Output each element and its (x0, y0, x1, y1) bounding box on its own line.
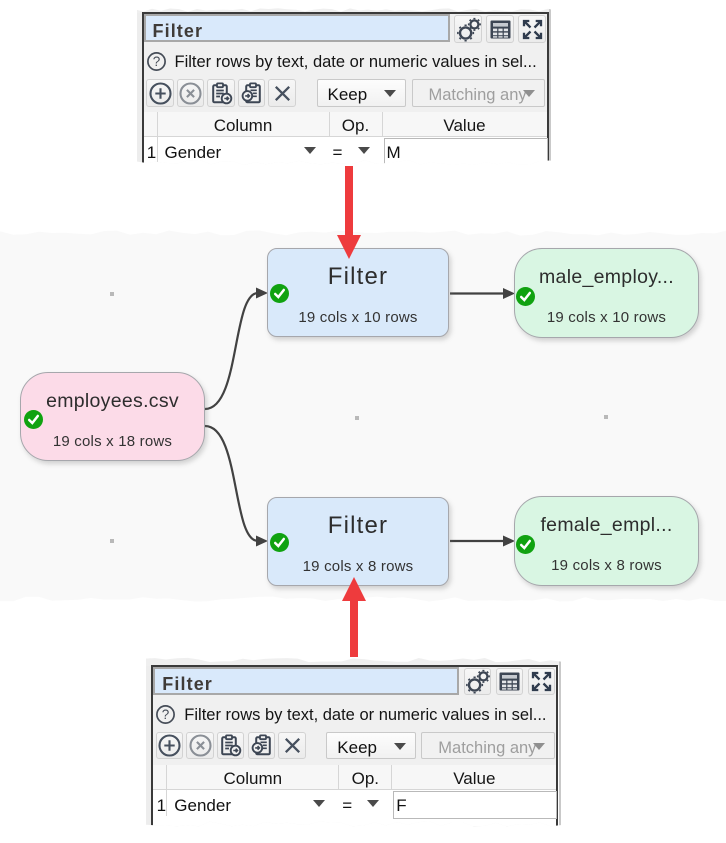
svg-text:?: ? (162, 707, 170, 722)
svg-text:?: ? (152, 54, 160, 69)
